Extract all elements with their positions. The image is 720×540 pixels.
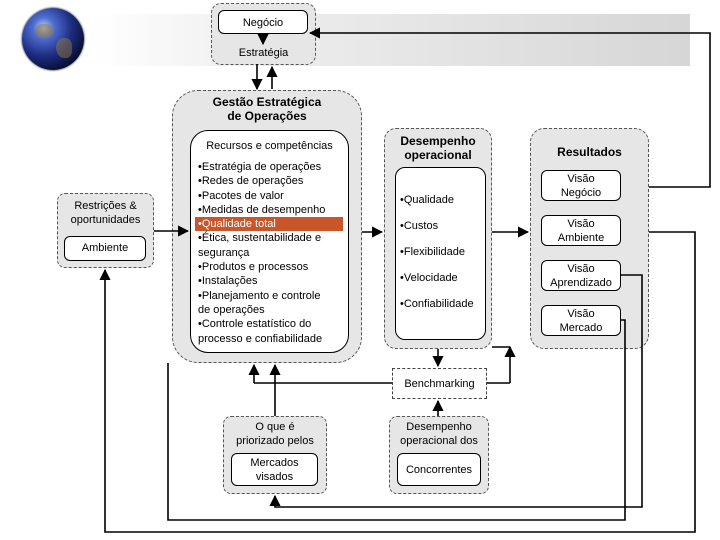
concorrentes-line2: operacional dos bbox=[400, 435, 478, 447]
priorizado-line2: priorizado pelos bbox=[236, 435, 314, 447]
restricoes-line2: oportunidades bbox=[70, 214, 141, 226]
desempenho-title: Desempenho operacional bbox=[384, 134, 492, 162]
visao-mercado-line1: Visão bbox=[567, 308, 595, 320]
concorrentes-label: Desempenho operacional dos bbox=[389, 420, 489, 448]
desempenho-list-box bbox=[395, 167, 486, 340]
visao-negocio-box: Visão Negócio bbox=[541, 170, 621, 201]
concorrentes-line1: Desempenho bbox=[406, 421, 472, 433]
gestao-item: •Instalações bbox=[198, 275, 258, 288]
priorizado-line1: O que é bbox=[255, 421, 295, 433]
loop-ambiente-restricoes bbox=[99, 231, 696, 533]
gestao-item: •Pacotes de valor bbox=[198, 189, 284, 202]
gestao-item: •Ética, sustentabilidade e bbox=[198, 232, 322, 245]
negocio-label: Negócio bbox=[242, 17, 284, 29]
desempenho-item: •Confiabilidade bbox=[400, 298, 474, 310]
concorrentes-box: Concorrentes bbox=[397, 453, 481, 486]
globe-land-shape bbox=[36, 24, 54, 38]
gestao-item: •Planejamento e controle bbox=[198, 289, 321, 302]
gestao-item: •Medidas de desempenho bbox=[198, 203, 326, 216]
visao-ambiente-line1: Visão bbox=[567, 218, 595, 230]
globe-land-shape bbox=[56, 38, 72, 58]
restricoes-label: Restrições & oportunidades bbox=[57, 199, 154, 227]
visao-ambiente-box: Visão Ambiente bbox=[541, 215, 621, 246]
gestao-title: Gestão Estratégica de Operações bbox=[172, 95, 362, 123]
loop-mercado-gestao bbox=[167, 319, 626, 521]
estrategia-label: Estratégia bbox=[238, 47, 289, 59]
gestao-item: •Redes de operações bbox=[198, 175, 304, 188]
visao-aprendizado-box: Visão Aprendizado bbox=[541, 260, 621, 291]
recursos-box bbox=[190, 130, 349, 353]
gestao-item: processo e confiabilidade bbox=[198, 332, 323, 345]
gestao-item: •Controle estatístico do bbox=[198, 318, 312, 331]
benchmarking-box: Benchmarking bbox=[392, 368, 487, 399]
visao-ambiente-line2: Ambiente bbox=[557, 232, 605, 244]
desempenho-title-line2: operacional bbox=[404, 148, 472, 162]
globe-icon bbox=[22, 8, 84, 70]
gestao-title-line2: de Operações bbox=[227, 109, 307, 123]
header-banner bbox=[95, 14, 690, 66]
mercados-line1: Mercados bbox=[250, 457, 299, 469]
visao-aprendizado-line2: Aprendizado bbox=[550, 277, 612, 289]
restricoes-line1: Restrições & bbox=[74, 200, 137, 212]
gestao-item: de operações bbox=[198, 303, 265, 316]
visao-aprendizado-line1: Visão bbox=[567, 263, 595, 275]
mercados-line2: visados bbox=[255, 471, 294, 483]
concorrentes-text: Concorrentes bbox=[405, 464, 473, 476]
priorizado-label: O que é priorizado pelos bbox=[223, 420, 327, 448]
desempenho-item: •Flexibilidade bbox=[400, 246, 465, 258]
desempenho-title-line1: Desempenho bbox=[400, 134, 476, 148]
gestao-title-line1: Gestão Estratégica bbox=[212, 95, 322, 109]
desempenho-item: •Custos bbox=[400, 220, 439, 232]
gestao-item: segurança bbox=[198, 246, 250, 259]
visao-negocio-line1: Visão bbox=[567, 173, 595, 185]
desempenho-item: •Qualidade bbox=[400, 194, 455, 206]
recursos-label: Recursos e competências bbox=[206, 140, 333, 152]
gestao-item: •Estratégia de operações bbox=[198, 161, 322, 173]
negocio-box: Negócio bbox=[218, 10, 308, 34]
resultados-title: Resultados bbox=[557, 145, 622, 159]
benchmarking-label: Benchmarking bbox=[404, 378, 475, 390]
loop-negocio-top bbox=[308, 27, 711, 188]
gestao-item-highlighted: •Qualidade total bbox=[195, 217, 343, 232]
ambiente-label: Ambiente bbox=[81, 242, 129, 254]
desempenho-item: •Velocidade bbox=[400, 272, 458, 284]
visao-mercado-line2: Mercado bbox=[559, 322, 603, 334]
mercados-visados-box: Mercados visados bbox=[231, 453, 318, 486]
gestao-list: •Estratégia de operações •Redes de opera… bbox=[195, 160, 346, 346]
ambiente-box: Ambiente bbox=[64, 236, 146, 261]
visao-negocio-line2: Negócio bbox=[560, 187, 602, 199]
gestao-item: •Produtos e processos bbox=[198, 261, 309, 274]
visao-mercado-box: Visão Mercado bbox=[541, 305, 621, 336]
loop-aprendizado-mercados bbox=[269, 274, 643, 508]
